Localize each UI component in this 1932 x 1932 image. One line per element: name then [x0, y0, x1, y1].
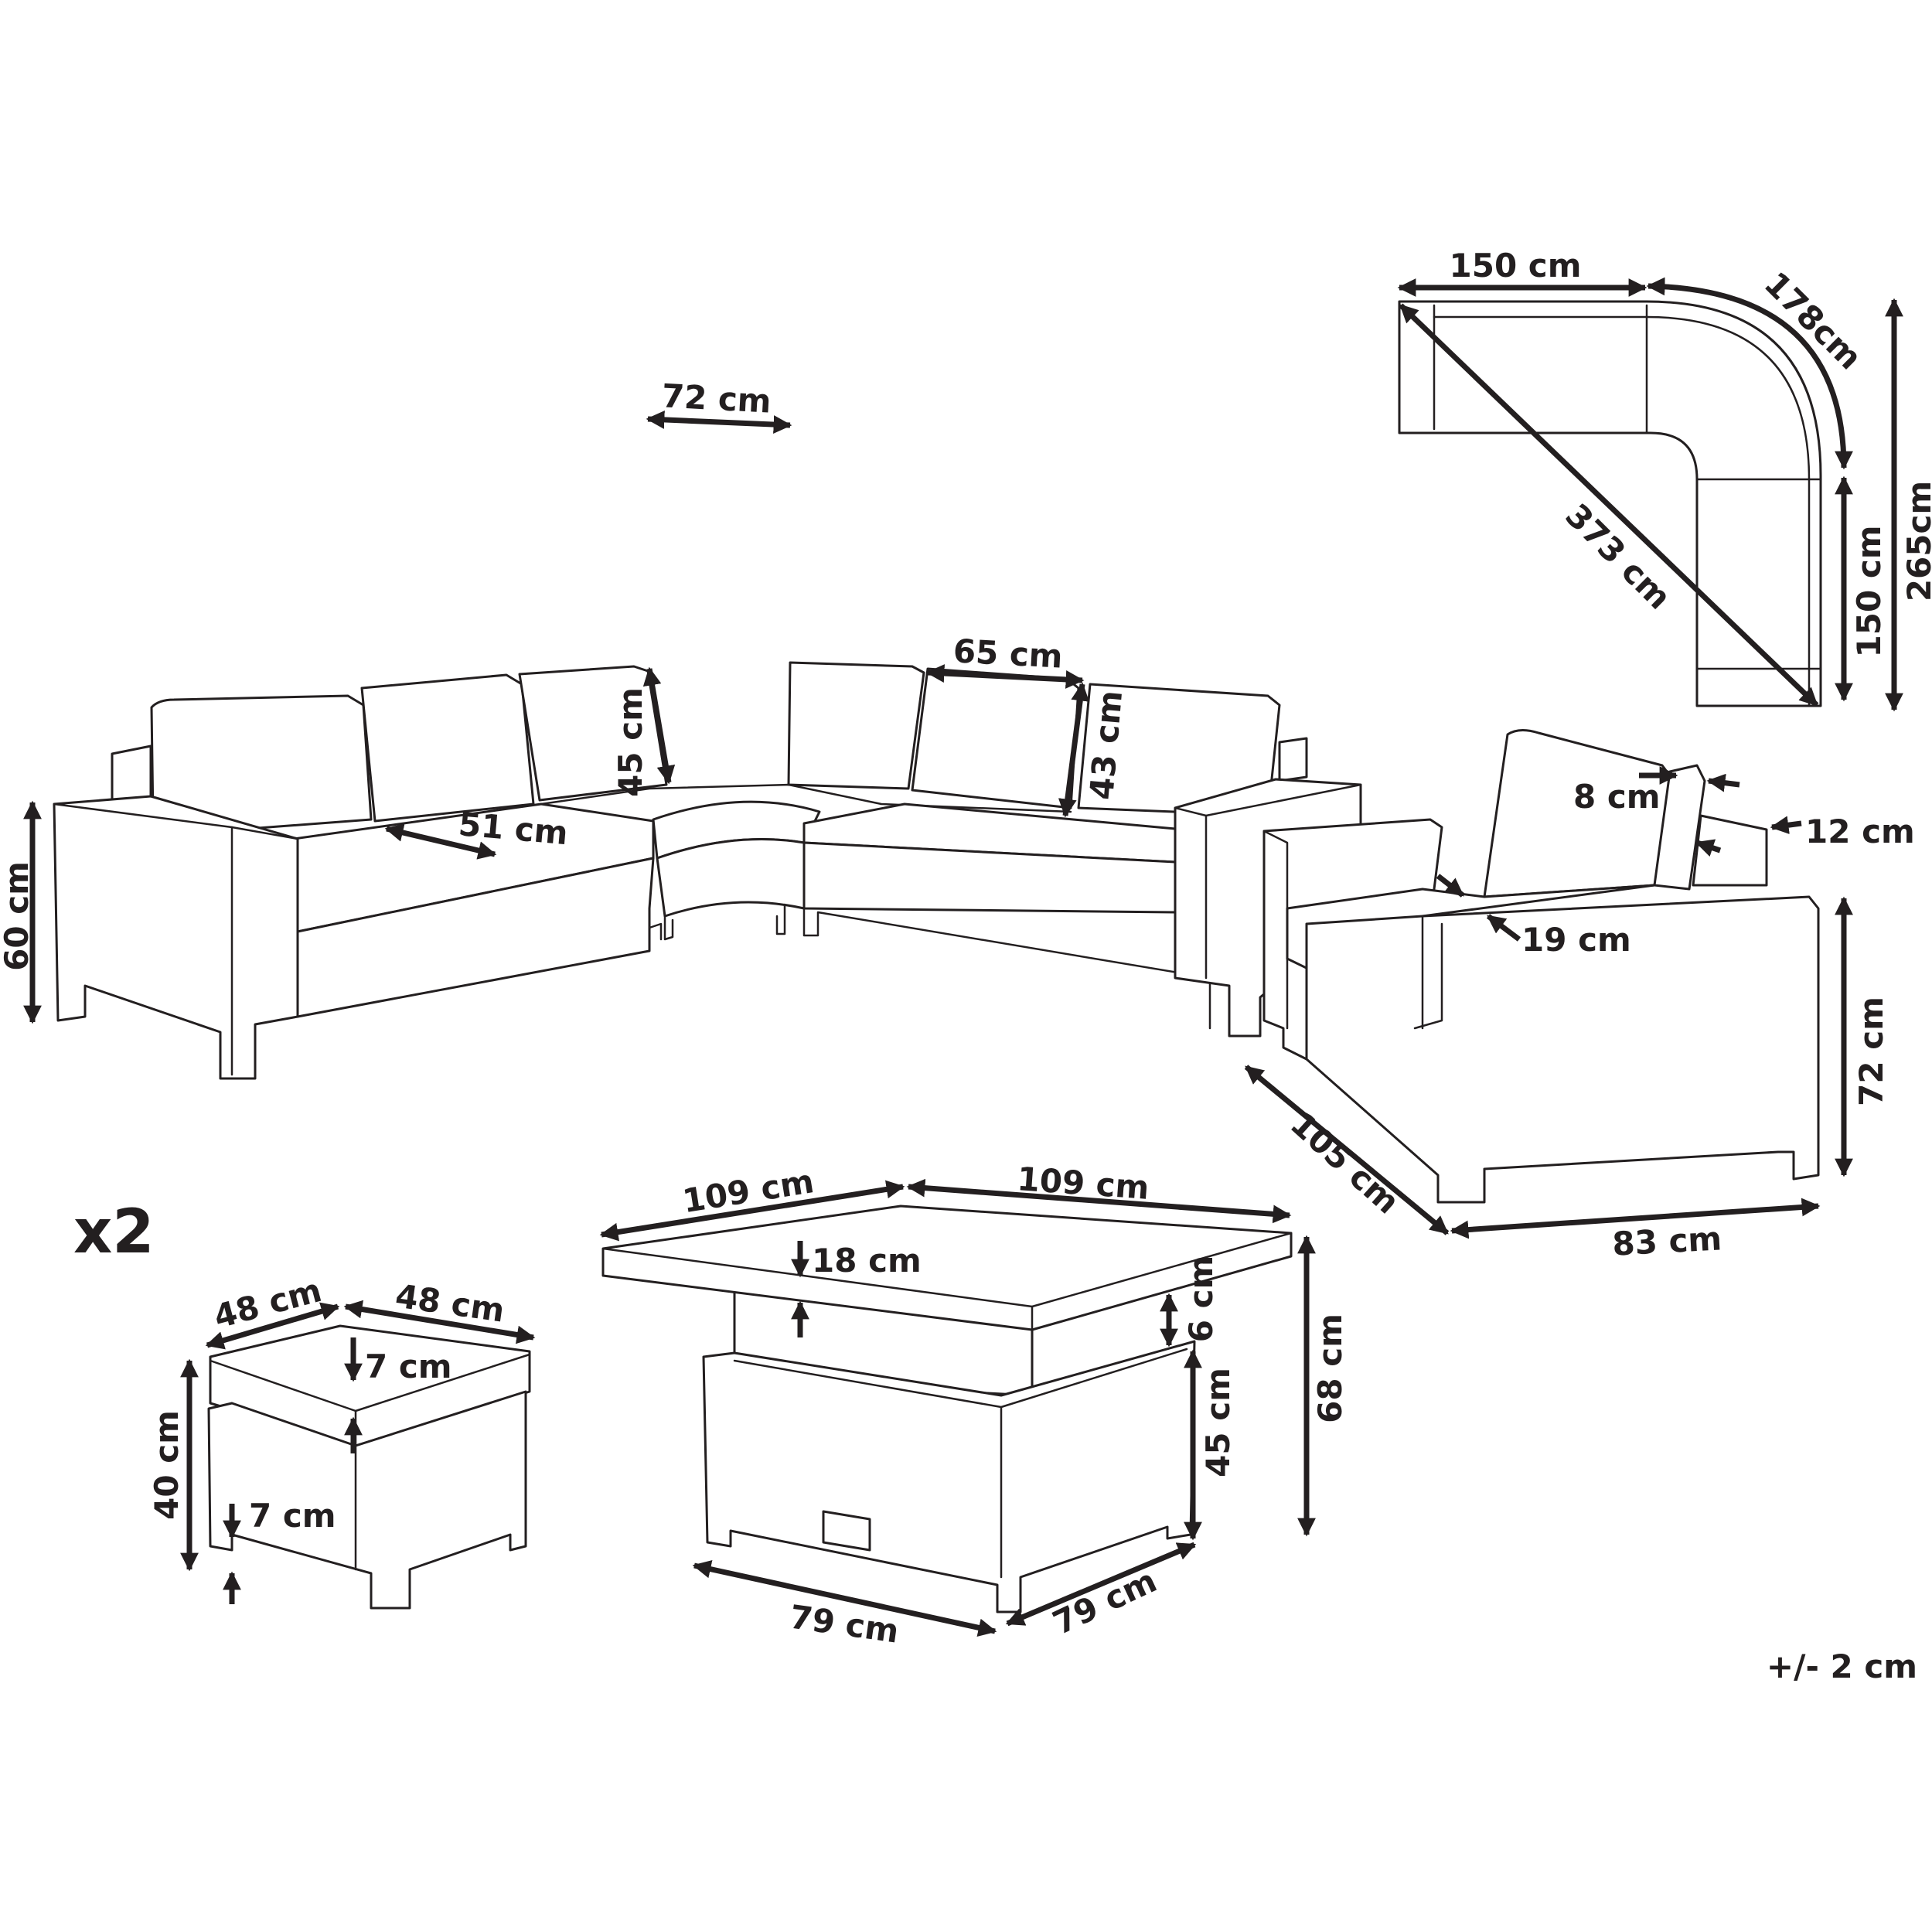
sofa-cushion-width-label: 65 cm — [952, 632, 1064, 675]
armchair-arm-width-label: 19 cm — [1521, 921, 1631, 959]
armchair-illustration — [1262, 729, 1820, 1204]
table-gap-label: 6 cm — [1182, 1256, 1220, 1343]
table-top-thickness-label: 18 cm — [812, 1242, 922, 1279]
armchair-height-label: 72 cm — [1852, 997, 1890, 1106]
ottoman-width-b-label: 48 cm — [393, 1277, 506, 1330]
plan-side-b-label: 150 cm — [1850, 526, 1888, 658]
ottoman-leg-label: 7 cm — [249, 1497, 336, 1535]
table-height-label: 68 cm — [1311, 1314, 1349, 1423]
sofa-back-cushion — [787, 661, 925, 790]
sofa-height-label: 60 cm — [0, 861, 36, 971]
dimension-arrows — [23, 277, 1903, 1637]
tolerance-note: +/- 2 cm — [1767, 1647, 1917, 1685]
sofa-back-cushion — [911, 667, 1080, 809]
table-vent — [822, 1510, 871, 1552]
ottoman-quantity-label: x2 — [73, 1198, 155, 1267]
sofa-side-back — [1278, 737, 1308, 782]
sofa-left-arm — [53, 795, 299, 1080]
armchair-back-arm — [1692, 814, 1768, 887]
armchair-width-label: 83 cm — [1611, 1219, 1722, 1262]
ottoman-base — [207, 1390, 527, 1610]
armchair-back-offset-label: 12 cm — [1805, 813, 1915, 850]
ottoman-height-label: 40 cm — [148, 1410, 186, 1520]
sofa-side-back — [111, 745, 152, 806]
table-base-right-label: 79 cm — [1047, 1562, 1162, 1642]
plan-side-a-label: 150 cm — [1450, 247, 1582, 285]
armchair-side-cushion — [1653, 764, 1706, 891]
corner-sofa-illustration — [53, 661, 1362, 1080]
ottoman-illustration — [207, 1324, 531, 1610]
table-base-height-label: 45 cm — [1199, 1368, 1237, 1477]
sofa-corner-back-height-label: 45 cm — [612, 687, 649, 797]
sofa-corner-front — [656, 838, 806, 918]
sofa-back-cushion — [360, 673, 535, 823]
sofa-corner-width-label: 72 cm — [661, 377, 772, 420]
ottoman-cushion-label: 7 cm — [365, 1348, 452, 1385]
armchair-cushion-label: 8 cm — [1573, 778, 1661, 816]
plan-overall-label: 265cm — [1900, 481, 1932, 601]
table-top-right-label: 109 cm — [1016, 1160, 1150, 1207]
